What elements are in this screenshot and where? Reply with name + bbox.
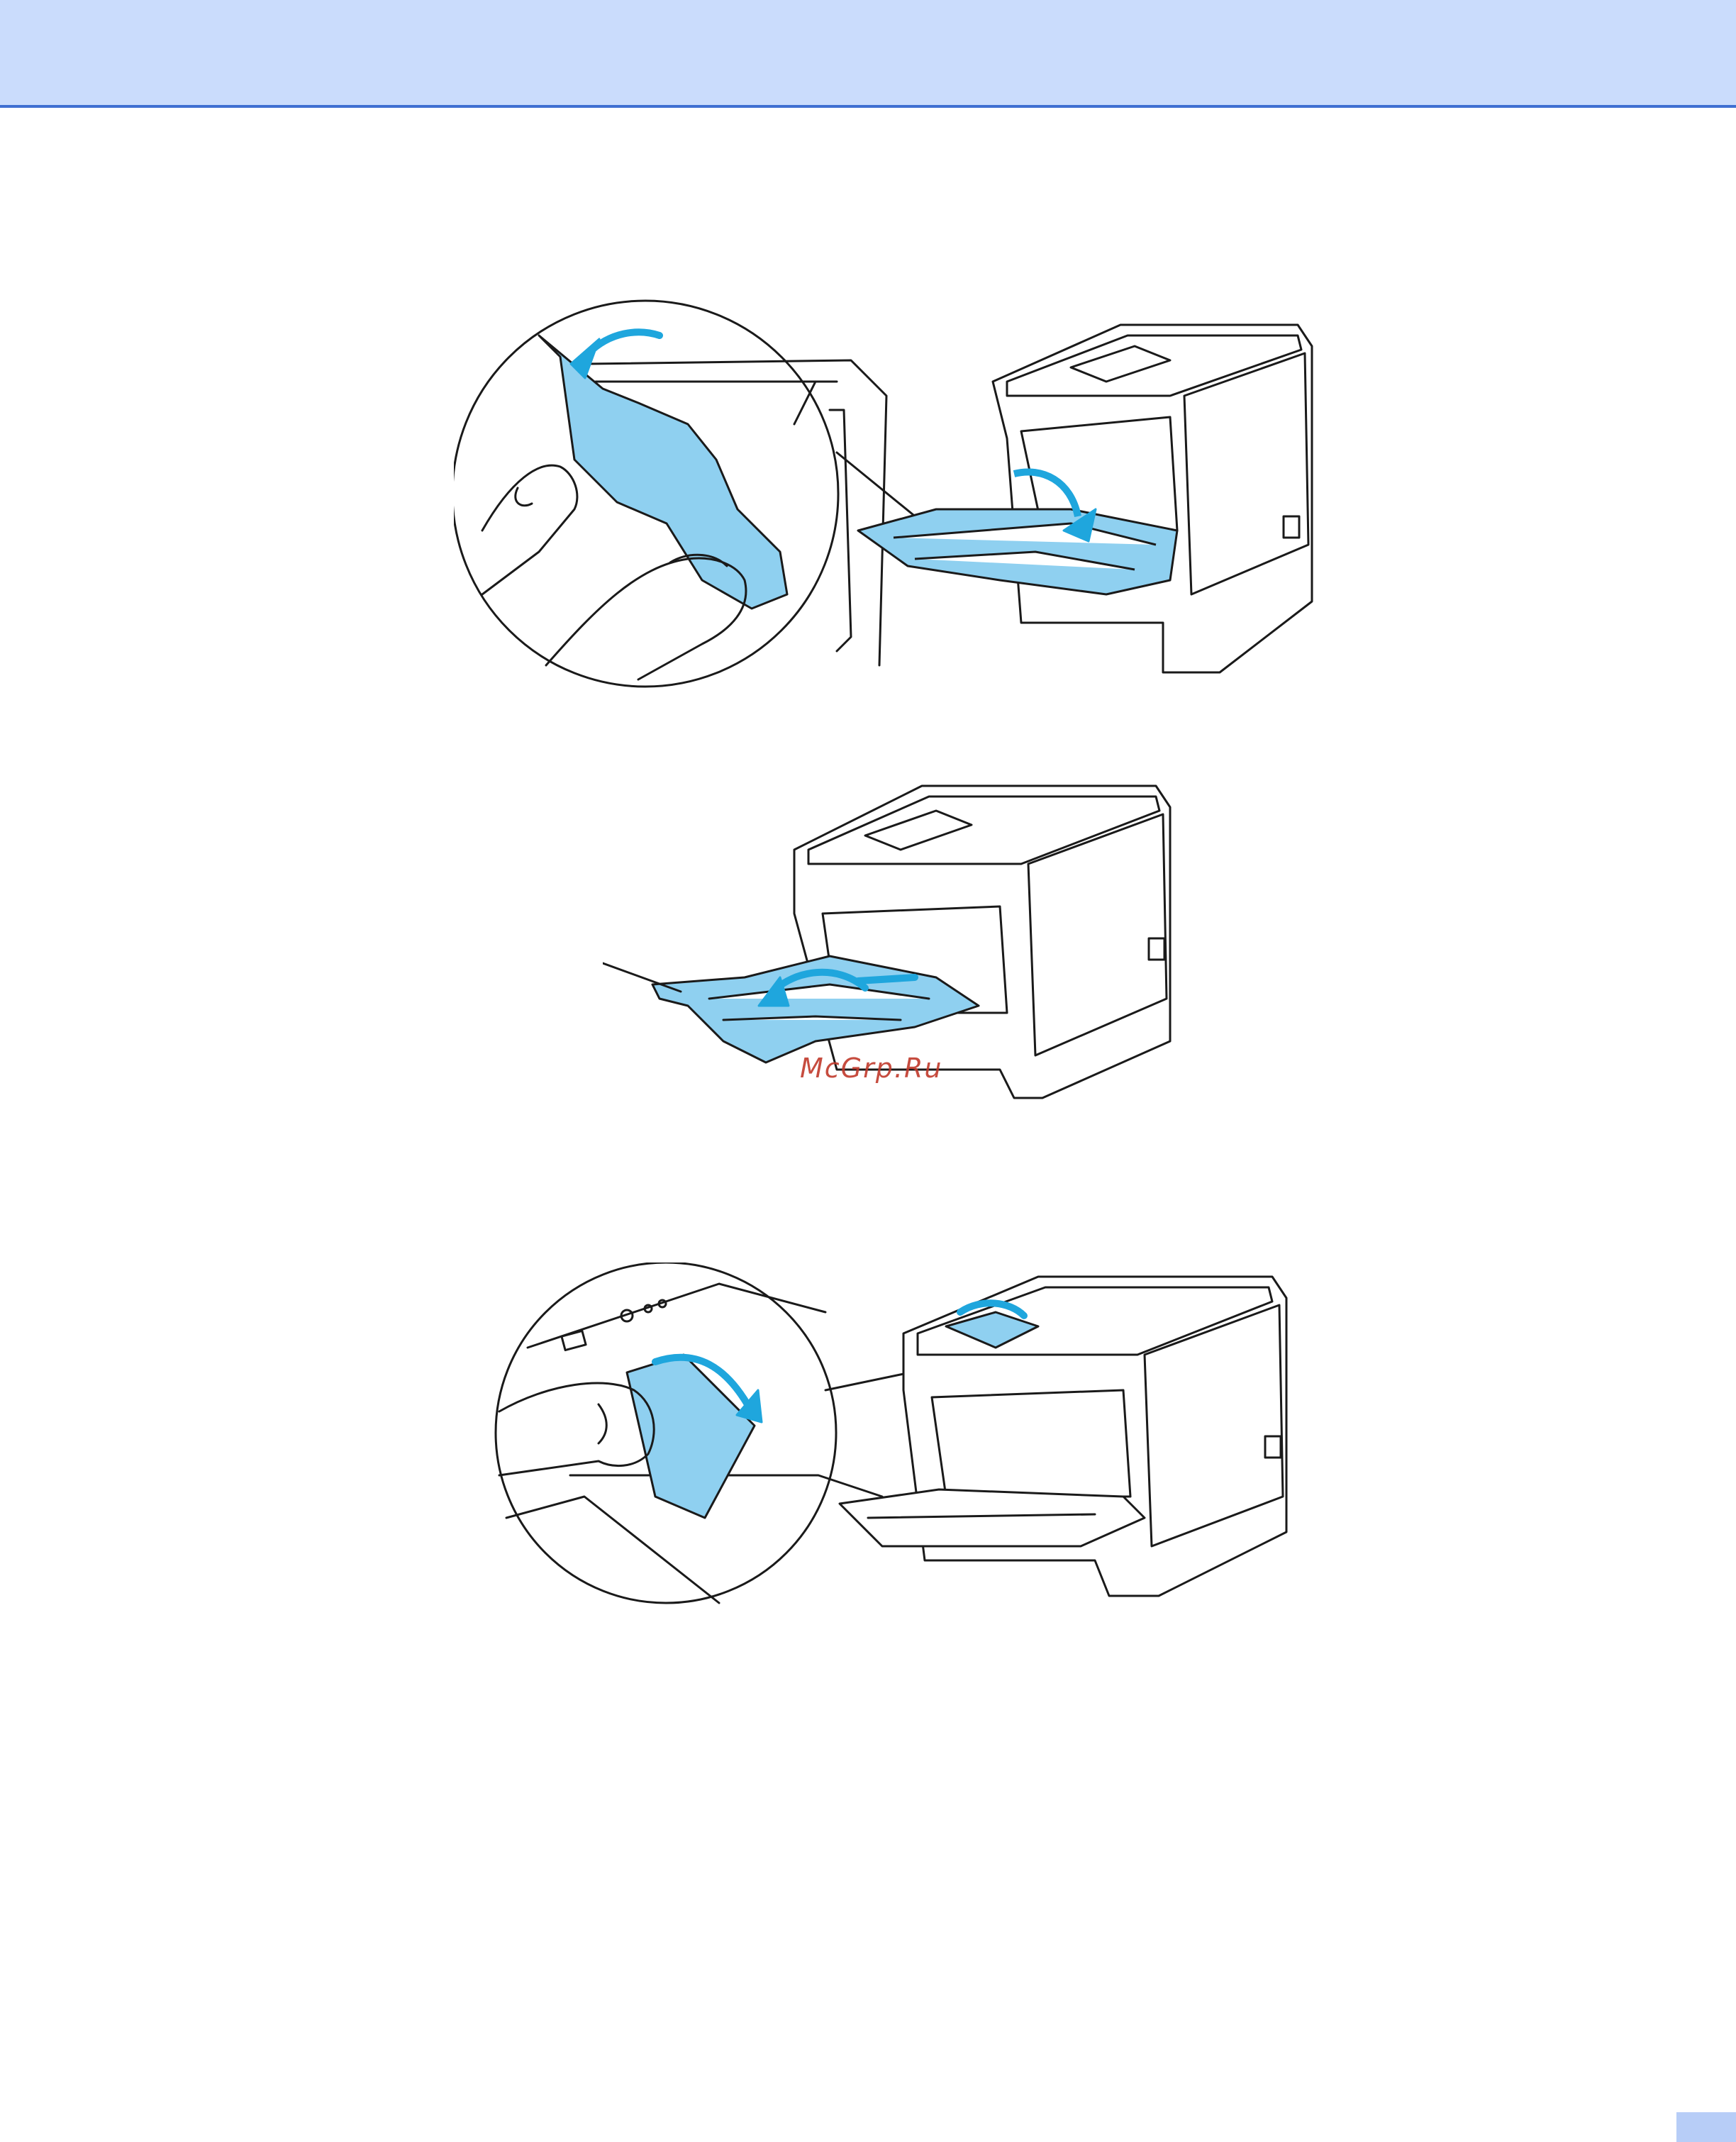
watermark: McGrp.Ru xyxy=(800,1053,942,1084)
figure-open-mp-tray xyxy=(454,296,1326,694)
header-band xyxy=(0,0,1736,108)
figure-unfold-support-flap xyxy=(485,1263,1301,1617)
page-number-tab xyxy=(1676,2112,1736,2142)
